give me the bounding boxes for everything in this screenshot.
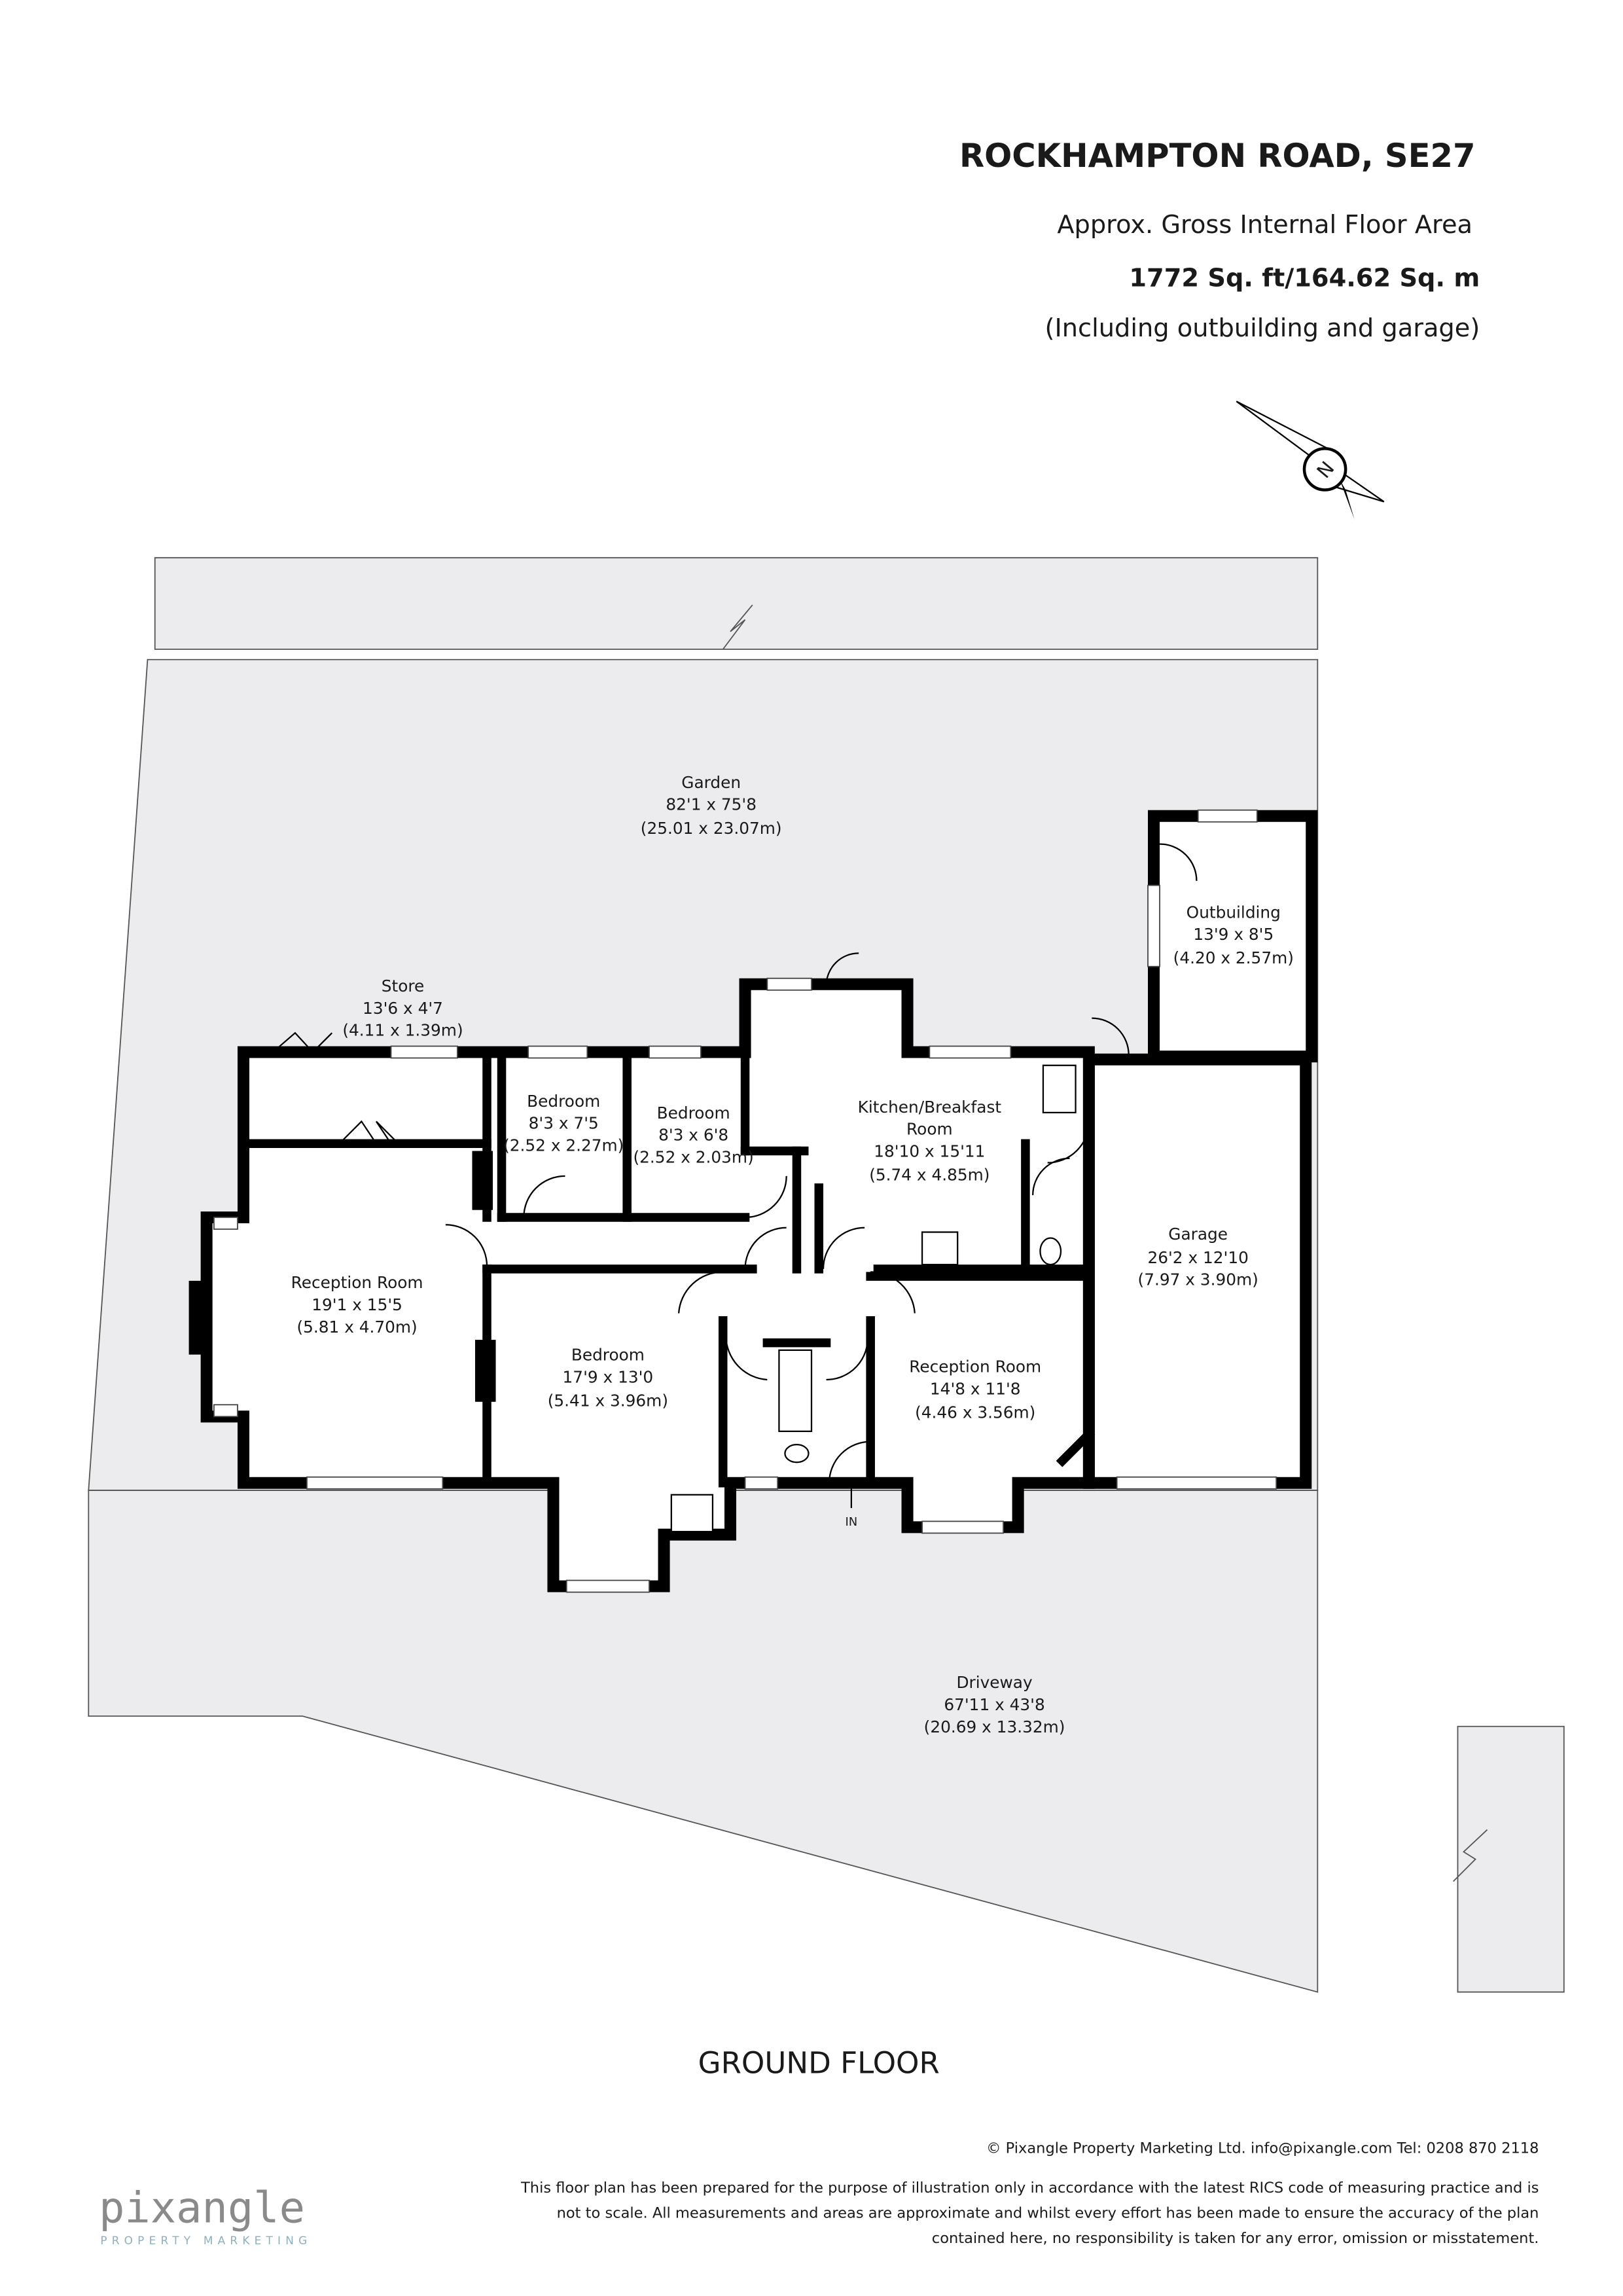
pixangle-logo: pixangle PROPERTY MARKETING xyxy=(99,2183,312,2247)
svg-text:13'9 x 8'5: 13'9 x 8'5 xyxy=(1193,925,1274,944)
room-label-bedroom-2: Bedroom 8'3 x 6'8 (2.52 x 2.03m) xyxy=(633,1103,754,1167)
room-label-kitchen: Kitchen/Breakfast Room 18'10 x 15'11 (5.… xyxy=(858,1098,1002,1185)
svg-text:(5.74 x 4.85m): (5.74 x 4.85m) xyxy=(869,1166,990,1185)
svg-text:26'2 x 12'10: 26'2 x 12'10 xyxy=(1147,1248,1248,1267)
sink-icon xyxy=(1042,1064,1077,1114)
svg-text:13'6 x 4'7: 13'6 x 4'7 xyxy=(363,999,443,1018)
disclaimer-line-2: not to scale. All measurements and areas… xyxy=(557,2205,1539,2222)
hob-icon xyxy=(921,1231,959,1266)
svg-text:67'11 x 43'8: 67'11 x 43'8 xyxy=(944,1695,1044,1714)
room-label-store: Store 13'6 x 4'7 (4.11 x 1.39m) xyxy=(342,977,463,1040)
room-label-driveway: Driveway 67'11 x 43'8 (20.69 x 13.32m) xyxy=(924,1673,1065,1736)
toilet-icon xyxy=(784,1444,810,1463)
doors[interactable] xyxy=(272,952,1130,1483)
bath-icon xyxy=(778,1349,813,1432)
compass-icon: N xyxy=(1236,401,1385,520)
room-label-garden: Garden 82'1 x 75'8 (25.01 x 23.07m) xyxy=(641,773,782,838)
room-label-reception-1: Reception Room 19'1 x 15'5 (5.81 x 4.70m… xyxy=(291,1273,423,1336)
svg-text:Reception Room: Reception Room xyxy=(291,1273,423,1292)
outbuilding-door[interactable] xyxy=(1160,843,1198,881)
garage-room xyxy=(1082,1053,1312,1489)
disclaimer-line-3: contained here, no responsibility is tak… xyxy=(932,2230,1539,2247)
svg-text:Outbuilding: Outbuilding xyxy=(1186,903,1281,922)
svg-text:17'9 x 13'0: 17'9 x 13'0 xyxy=(563,1367,654,1386)
shower-icon xyxy=(670,1494,714,1533)
svg-text:pixangle: pixangle xyxy=(99,2183,305,2233)
svg-text:14'8 x 11'8: 14'8 x 11'8 xyxy=(930,1380,1021,1399)
svg-text:Bedroom: Bedroom xyxy=(527,1092,600,1111)
svg-text:Bedroom: Bedroom xyxy=(657,1103,730,1122)
garage-door[interactable] xyxy=(1116,1476,1277,1490)
svg-text:Bedroom: Bedroom xyxy=(571,1346,645,1365)
toilet-icon xyxy=(1039,1237,1062,1266)
svg-text:19'1 x 15'5: 19'1 x 15'5 xyxy=(312,1295,402,1314)
area-label: Approx. Gross Internal Floor Area xyxy=(1057,210,1472,240)
svg-text:Store: Store xyxy=(382,977,424,996)
svg-text:(20.69 x 13.32m): (20.69 x 13.32m) xyxy=(924,1717,1065,1736)
svg-text:Kitchen/Breakfast: Kitchen/Breakfast xyxy=(858,1098,1002,1117)
svg-text:Reception Room: Reception Room xyxy=(909,1357,1041,1376)
svg-text:(7.97 x 3.90m): (7.97 x 3.90m) xyxy=(1138,1270,1258,1289)
interior-walls xyxy=(239,1047,1096,1488)
copyright-text: © Pixangle Property Marketing Ltd. info@… xyxy=(986,2140,1539,2157)
room-label-bedroom-1: Bedroom 8'3 x 7'5 (2.52 x 2.27m) xyxy=(503,1092,624,1155)
area-note: (Including outbuilding and garage) xyxy=(1045,314,1480,343)
room-label-outbuilding: Outbuilding 13'9 x 8'5 (4.20 x 2.57m) xyxy=(1173,903,1294,967)
svg-text:8'3 x 7'5: 8'3 x 7'5 xyxy=(529,1114,599,1133)
svg-text:(2.52 x 2.03m): (2.52 x 2.03m) xyxy=(633,1148,754,1167)
svg-text:(5.81 x 4.70m): (5.81 x 4.70m) xyxy=(296,1318,417,1336)
property-title: ROCKHAMPTON ROAD, SE27 xyxy=(959,137,1476,175)
svg-text:(2.52 x 2.27m): (2.52 x 2.27m) xyxy=(503,1136,624,1155)
svg-text:Room: Room xyxy=(906,1120,953,1139)
room-label-bedroom-3: Bedroom 17'9 x 13'0 (5.41 x 3.96m) xyxy=(548,1346,668,1410)
entrance-label: IN xyxy=(845,1515,857,1529)
room-label-reception-2: Reception Room 14'8 x 11'8 (4.46 x 3.56m… xyxy=(909,1357,1041,1422)
svg-text:PROPERTY MARKETING: PROPERTY MARKETING xyxy=(100,2234,312,2247)
area-value: 1772 Sq. ft/164.62 Sq. m xyxy=(1129,263,1480,293)
fixtures xyxy=(670,1064,1077,1533)
svg-text:8'3 x 6'8: 8'3 x 6'8 xyxy=(658,1126,728,1145)
svg-text:(4.11 x 1.39m): (4.11 x 1.39m) xyxy=(342,1021,463,1040)
disclaimer-line-1: This floor plan has been prepared for th… xyxy=(520,2179,1539,2197)
svg-text:18'10 x 15'11: 18'10 x 15'11 xyxy=(874,1142,985,1161)
svg-text:(4.20 x 2.57m): (4.20 x 2.57m) xyxy=(1173,948,1294,967)
floor-label: GROUND FLOOR xyxy=(698,2046,940,2081)
svg-text:(4.46 x 3.56m): (4.46 x 3.56m) xyxy=(915,1403,1035,1422)
svg-text:(5.41 x 3.96m): (5.41 x 3.96m) xyxy=(548,1391,668,1410)
svg-text:Driveway: Driveway xyxy=(956,1673,1032,1692)
svg-text:Garage: Garage xyxy=(1168,1225,1228,1244)
svg-text:(25.01 x 23.07m): (25.01 x 23.07m) xyxy=(641,819,782,838)
svg-text:82'1 x 75'8: 82'1 x 75'8 xyxy=(666,795,757,814)
windows xyxy=(213,977,1012,1593)
room-label-garage: Garage 26'2 x 12'10 (7.97 x 3.90m) xyxy=(1138,1225,1258,1289)
driveway-area xyxy=(88,1490,1565,1993)
svg-text:Garden: Garden xyxy=(681,773,741,792)
